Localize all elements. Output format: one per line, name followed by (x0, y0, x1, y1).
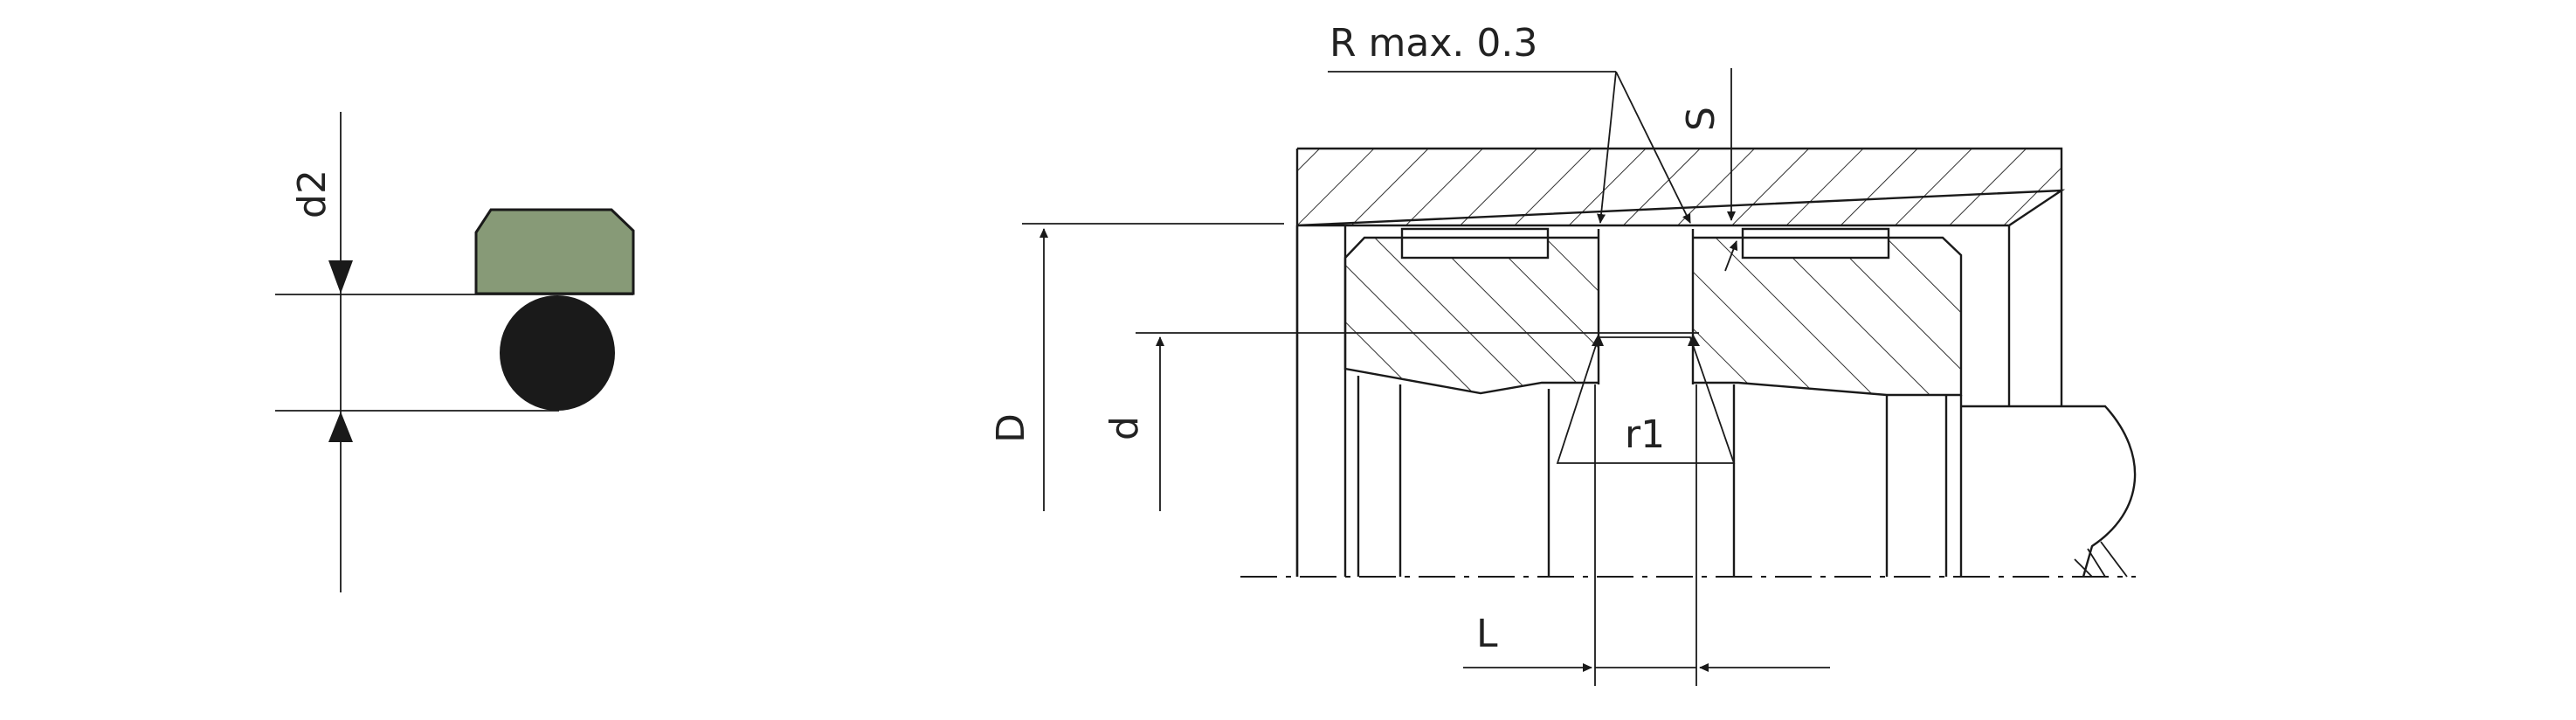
installation-drawing: D d R max. 0.3 S r1 L (989, 21, 2137, 686)
L-label: L (1476, 612, 1498, 656)
o-ring (500, 295, 615, 411)
break-hatch (2074, 541, 2128, 578)
break-line (1961, 405, 2137, 578)
r1-label: r1 (1625, 412, 1665, 457)
d-label: d (1102, 416, 1147, 440)
d2-arrow-down (328, 260, 353, 294)
housing-hatched (1297, 149, 2061, 225)
profile-ring (474, 208, 635, 295)
r-max-leader-left (1597, 71, 1617, 224)
d2-label: d2 (290, 170, 335, 218)
s-label: S (1679, 107, 1723, 131)
r-max-leader-right (1615, 71, 1691, 224)
r1-arrow-right (1688, 334, 1700, 346)
D-label: D (989, 413, 1033, 443)
r-max-label: R max. 0.3 (1329, 21, 1537, 66)
s-arrow-lower (1724, 240, 1738, 272)
r1-leader (1556, 336, 1736, 464)
housing-outline (1296, 147, 2066, 406)
seal-cross-section: d2 (275, 112, 635, 592)
r1-arrow-left (1592, 334, 1604, 346)
right-groove (1741, 227, 1890, 260)
d2-arrow-up (328, 412, 353, 442)
left-groove (1400, 227, 1550, 260)
center-gap (1599, 229, 1693, 384)
